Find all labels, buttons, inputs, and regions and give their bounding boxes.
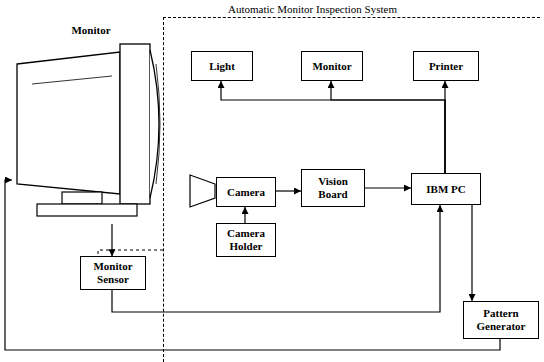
box-label: IBM PC (426, 183, 465, 196)
box-label: Pattern Generator (467, 307, 535, 332)
device-box: Camera Holder (216, 223, 276, 257)
box-label: Printer (429, 60, 463, 73)
box-label: Light (209, 60, 235, 73)
signal-connector (276, 190, 301, 191)
system-region: Automatic Monitor Inspection SystemLight… (163, 17, 540, 362)
monitor-label: Monitor (12, 24, 170, 36)
device-box: IBM PC (411, 173, 481, 205)
monitor-illustration: Monitor (12, 24, 170, 224)
box-label: Monitor Sensor (84, 260, 142, 285)
signal-connector (471, 205, 472, 301)
device-box: Vision Board (301, 169, 365, 207)
device-box: Printer (413, 51, 479, 81)
signal-connector (112, 205, 440, 312)
device-box: Monitor (301, 51, 363, 81)
region-title: Automatic Monitor Inspection System (226, 3, 399, 15)
signal-connector (111, 224, 112, 256)
signal-connector (365, 187, 411, 188)
device-box: Pattern Generator (463, 301, 539, 339)
signal-connector (221, 81, 445, 173)
camera-lens (190, 175, 215, 207)
box-label: Monitor (312, 60, 351, 73)
box-label: Camera Holder (220, 227, 272, 252)
box-label: Camera (227, 186, 265, 199)
signal-connector (331, 81, 445, 173)
box-label: Vision Board (305, 175, 361, 200)
monitor-drawing (12, 24, 170, 224)
signal-connector (444, 81, 445, 173)
signal-connector (244, 207, 245, 223)
device-box: Light (191, 51, 253, 81)
device-box: Camera (216, 177, 276, 207)
device-box: Monitor Sensor (80, 256, 146, 289)
